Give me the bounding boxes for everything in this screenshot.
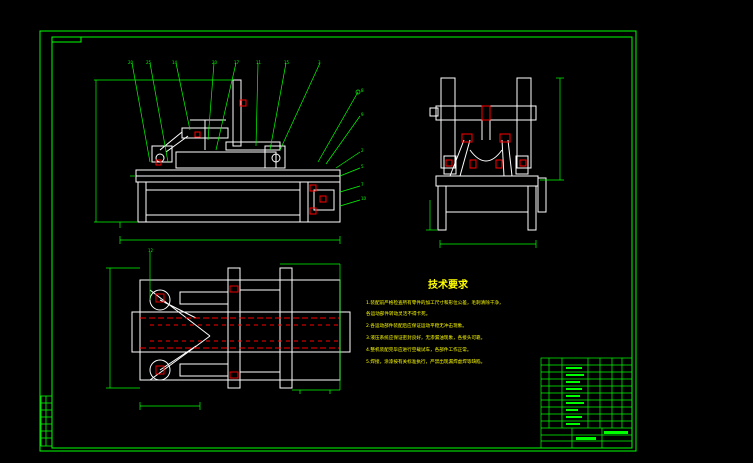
front-balloon-2: 25 [146,60,152,65]
front-balloon-3: 14 [172,60,178,65]
title-block-fill-marks [566,367,628,440]
front-balloon-5: 17 [234,60,240,65]
front-balloon-4: 20 [212,60,218,65]
note-line-6: 5.焊接，涂漆按有关标准执行，严禁出现漏焊虚焊等缺陷。 [366,358,485,365]
front-balloon-6: 11 [256,60,262,65]
note-line-5: 4.整机装配完毕应进行空载试车，各部件工作正常。 [366,346,471,353]
front-view: 20 25 14 20 17 11 15 3 9 2 5 7 10 8 [94,60,367,244]
side-balloon-2: 2 [361,148,364,153]
note-line-1: 1.装配前严格检查所有零件的加工尺寸和形位公差，毛刺清除干净， [366,299,504,306]
margin-stamp-block [40,395,53,447]
note-line-4: 3.液压系统应保证密封良好，无渗漏油现象，各接头可靠。 [366,334,485,341]
notes-title: 技术要求 [428,278,469,291]
note-line-3: 2.各运动部件装配后应保证运动平稳无冲击现象。 [366,322,467,329]
side-balloon-6: 8 [361,88,364,93]
technical-requirements: 技术要求 1.装配前严格检查所有零件的加工尺寸和形位公差，毛刺清除干净， 各运动… [366,278,504,365]
side-balloon-5: 10 [361,196,367,201]
front-balloon-8: 3 [318,60,321,65]
side-view [426,77,564,248]
plan-roller-rows [140,285,340,379]
plan-view: 12 [106,248,351,410]
side-balloon-4: 7 [361,182,364,187]
title-block [540,357,633,449]
side-balloon-1: 9 [361,112,364,117]
drawing-frame [39,30,637,452]
plan-balloon-1: 12 [148,248,154,253]
side-balloon-3: 5 [361,164,364,169]
front-balloon-1: 20 [128,60,134,65]
note-line-2: 各运动部件转动灵活不得卡死。 [366,310,430,317]
front-balloon-7: 15 [284,60,290,65]
